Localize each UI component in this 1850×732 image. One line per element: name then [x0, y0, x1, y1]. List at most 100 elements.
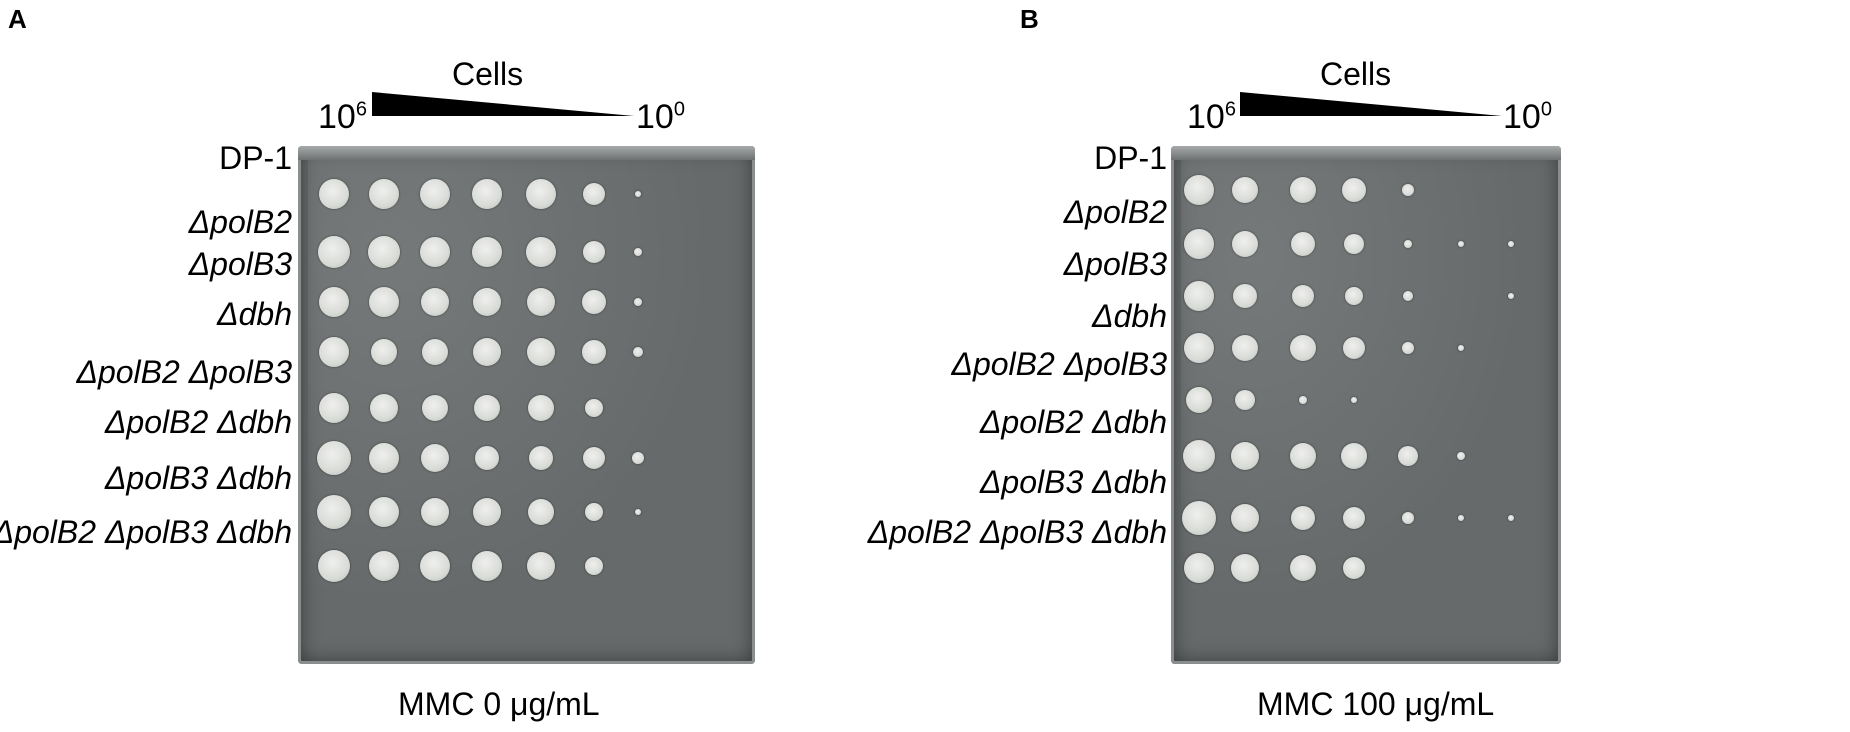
strain-label: DP-1: [1094, 140, 1167, 176]
treatment-label: MMC 100 μg/mL: [1257, 686, 1495, 722]
colony-spot: [1290, 335, 1316, 361]
strain-label: ΔpolB2 ΔpolB3 Δdbh: [867, 514, 1167, 550]
colony-spot: [635, 509, 641, 515]
colony-spot: [369, 497, 399, 527]
panel-b: B Cells 106 100 DP-1 ΔpolB2 ΔpolB3 Δdbh …: [868, 0, 1850, 732]
strain-label: ΔpolB2 Δdbh: [979, 404, 1167, 440]
colony-spot: [1231, 554, 1259, 582]
colony-spot: [319, 179, 349, 209]
colony-spot: [1184, 281, 1214, 311]
colony-spot: [1291, 232, 1315, 256]
colony-spot: [585, 557, 603, 575]
colony-spot: [1232, 231, 1258, 257]
colony-spot: [1290, 177, 1316, 203]
colony-spot: [583, 447, 605, 469]
colony-spot: [319, 287, 349, 317]
colony-spot: [473, 288, 501, 316]
colony-spot: [1231, 442, 1259, 470]
colony-spot: [1402, 342, 1414, 354]
strain-label: Δdbh: [217, 296, 292, 332]
cells-label: Cells: [1320, 56, 1392, 92]
strain-label: ΔpolB3 Δdbh: [979, 464, 1167, 500]
colony-spot: [1186, 387, 1212, 413]
colony-spot: [582, 340, 606, 364]
colony-spot: [420, 237, 450, 267]
colony-spot: [1182, 501, 1216, 535]
colony-spot: [421, 288, 449, 316]
colony-spot: [528, 395, 554, 421]
colony-spot: [369, 443, 399, 473]
colony-spot: [369, 551, 399, 581]
colony-spot: [585, 503, 603, 521]
panel-letter: A: [8, 4, 27, 34]
colony-spot: [420, 179, 450, 209]
colony-spot: [529, 446, 553, 470]
colony-spot: [1233, 284, 1257, 308]
colony-spot: [1290, 443, 1316, 469]
colony-spot: [633, 347, 643, 357]
colony-spot: [585, 399, 603, 417]
colony-spot: [527, 288, 555, 316]
colony-spot: [319, 393, 349, 423]
colony-spot: [1342, 178, 1366, 202]
colony-spot: [473, 338, 501, 366]
colony-spot: [526, 237, 556, 267]
strain-label: ΔpolB2 ΔpolB3: [76, 354, 292, 390]
colony-spot: [1184, 553, 1214, 583]
colony-spot: [1402, 512, 1414, 524]
colony-spot: [526, 179, 556, 209]
strain-label: ΔpolB2: [188, 204, 292, 240]
colony-spot: [474, 395, 500, 421]
colony-spot: [1508, 241, 1514, 247]
colony-spot: [422, 395, 448, 421]
colony-spot: [1458, 515, 1464, 521]
colony-spot: [370, 394, 398, 422]
colony-spot: [634, 298, 642, 306]
colony-spot: [527, 338, 555, 366]
strain-label: ΔpolB2: [1063, 194, 1167, 230]
colony-spot: [317, 441, 351, 475]
colony-spot: [421, 444, 449, 472]
strain-label: DP-1: [219, 140, 292, 176]
dilution-triangle: [372, 92, 634, 116]
strain-label: ΔpolB2 ΔpolB3 Δdbh: [0, 514, 292, 550]
colony-spot: [1341, 443, 1367, 469]
colony-spot: [422, 339, 448, 365]
colony-spot: [1291, 506, 1315, 530]
colony-spot: [1403, 291, 1413, 301]
colony-spot: [1184, 333, 1214, 363]
strain-label: ΔpolB3: [188, 246, 292, 282]
colony-spot: [1457, 452, 1465, 460]
conc-high-label: 106: [1187, 98, 1236, 136]
treatment-label: MMC 0 μg/mL: [398, 686, 600, 722]
strain-label: ΔpolB3 Δdbh: [104, 460, 292, 496]
colony-spot: [318, 236, 350, 268]
colony-spot: [583, 241, 605, 263]
colony-spot: [1458, 241, 1464, 247]
colony-spot: [1299, 396, 1307, 404]
colony-spot: [369, 179, 399, 209]
colony-spot: [1343, 557, 1365, 579]
colony-spot: [1402, 184, 1414, 196]
colony-spot: [1508, 293, 1514, 299]
colony-spot: [1232, 335, 1258, 361]
colony-spot: [583, 183, 605, 205]
colony-spot: [1351, 397, 1357, 403]
colony-spot: [1508, 515, 1514, 521]
colony-spot: [475, 446, 499, 470]
strain-label: ΔpolB3: [1063, 246, 1167, 282]
colony-spot: [1231, 504, 1259, 532]
colony-spot: [1184, 229, 1214, 259]
dilution-triangle: [1240, 92, 1502, 116]
colony-spot: [318, 550, 350, 582]
colony-spot: [1343, 507, 1365, 529]
colony-spot: [1292, 285, 1314, 307]
agar-plate: [1171, 146, 1561, 664]
colony-spot: [1290, 555, 1316, 581]
colony-spot: [319, 337, 349, 367]
colony-spot: [1184, 175, 1214, 205]
colony-spot: [635, 191, 641, 197]
colony-spot: [634, 248, 642, 256]
strain-label: Δdbh: [1092, 298, 1167, 334]
conc-low-label: 100: [636, 98, 685, 136]
